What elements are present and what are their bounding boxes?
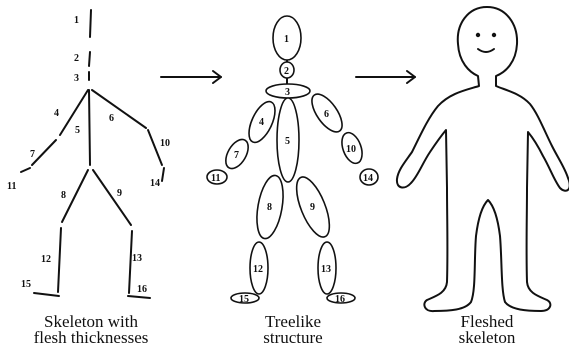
p2-label-9: 9 [310, 202, 315, 213]
p1-label-3: 3 [74, 73, 79, 84]
p1-label-9: 9 [117, 188, 122, 199]
segment-9-line [93, 170, 131, 225]
segment-5-line [89, 90, 90, 165]
segment-1-line [90, 10, 91, 37]
oval-tree: 1 2 3 4 5 6 7 8 9 10 11 12 13 14 15 16 [207, 16, 378, 305]
p1-label-10: 10 [160, 138, 170, 149]
p2-label-14: 14 [363, 173, 373, 184]
p2-label-5: 5 [285, 136, 290, 147]
segment-12-line [58, 228, 61, 292]
p1-label-16: 16 [137, 284, 147, 295]
p2-label-2: 2 [284, 66, 289, 77]
p2-label-13: 13 [321, 264, 331, 275]
p1-label-15: 15 [21, 279, 31, 290]
p1-label-13: 13 [132, 253, 142, 264]
p2-label-8: 8 [267, 202, 272, 213]
segment-6-line [92, 90, 146, 128]
p2-label-4: 4 [259, 117, 264, 128]
p1-label-1: 1 [74, 15, 79, 26]
p1-label-6: 6 [109, 113, 114, 124]
segment-16-line [128, 296, 150, 298]
p2-label-1: 1 [284, 34, 289, 45]
p1-label-4: 4 [54, 108, 59, 119]
segment-4-line [60, 90, 88, 135]
p2-label-15: 15 [239, 294, 249, 305]
p1-label-14: 14 [150, 178, 160, 189]
p2-label-16: 16 [335, 294, 345, 305]
right-eye [492, 33, 496, 37]
caption-panel-3-line-2: skeleton [459, 328, 516, 347]
left-eye [476, 33, 480, 37]
p1-label-11: 11 [7, 181, 16, 192]
p2-label-7: 7 [234, 150, 239, 161]
stick-skeleton: 1 2 3 4 5 6 7 8 9 10 11 12 13 14 15 16 [7, 10, 170, 298]
arrow-1-to-2 [161, 71, 221, 83]
segment-14-line [162, 168, 164, 181]
smile [478, 49, 494, 52]
segment-2-line [89, 52, 90, 66]
p1-label-7: 7 [30, 149, 35, 160]
caption-panel-1-line-2: flesh thicknesses [34, 328, 149, 347]
p1-label-2: 2 [74, 53, 79, 64]
p2-label-3: 3 [285, 87, 290, 98]
segment-15-line [34, 293, 59, 296]
p2-label-11: 11 [211, 173, 220, 184]
p1-label-8: 8 [61, 190, 66, 201]
p2-label-10: 10 [346, 144, 356, 155]
p1-label-12: 12 [41, 254, 51, 265]
caption-panel-2-line-2: structure [263, 328, 322, 347]
arrow-2-to-3 [356, 71, 415, 83]
segment-11-line [21, 168, 30, 172]
p1-label-5: 5 [75, 125, 80, 136]
fleshed-figure [397, 7, 569, 311]
p2-label-12: 12 [253, 264, 263, 275]
segment-7-line [32, 140, 56, 165]
p2-label-6: 6 [324, 109, 329, 120]
